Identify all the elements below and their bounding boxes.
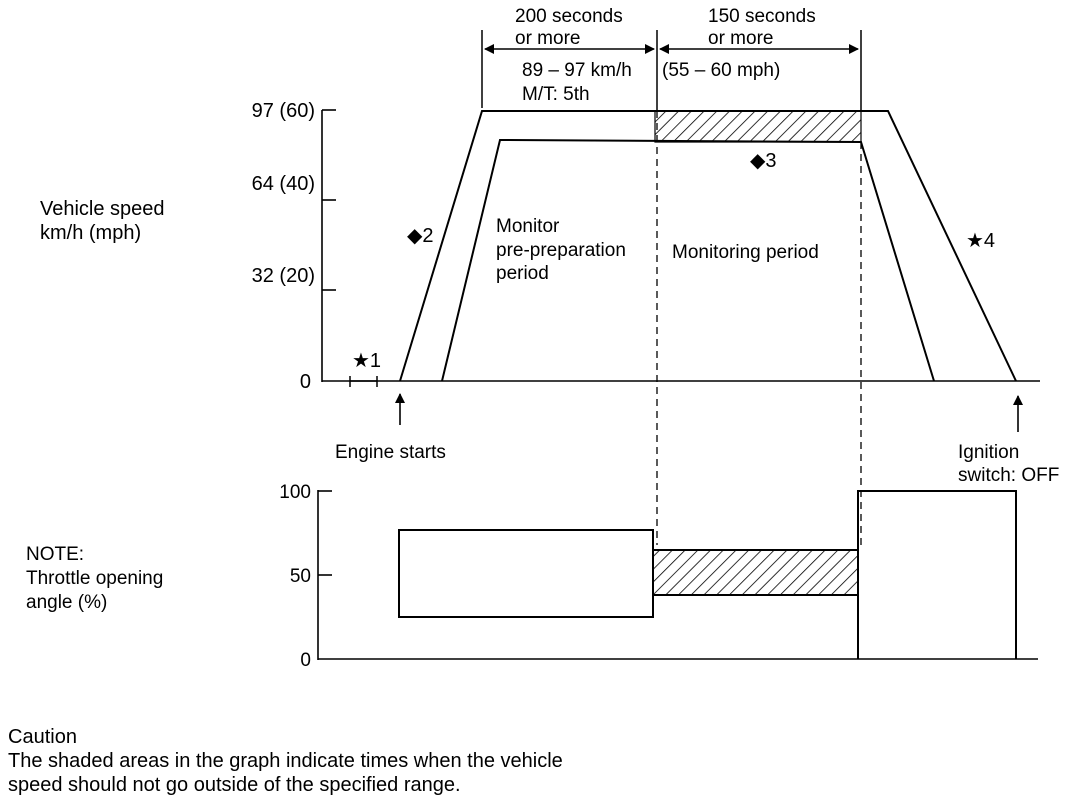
speed-tick-label-64: 64 (40): [252, 173, 315, 195]
marker-diamond-2: ◆2: [407, 225, 434, 247]
speed-y-label-1: Vehicle speed: [40, 198, 165, 220]
marker-diamond-3: ◆3: [750, 150, 777, 172]
preprep-label-1: Monitor: [496, 216, 560, 237]
throttle-shaded-band: [652, 549, 859, 596]
engine-starts-label: Engine starts: [335, 442, 446, 463]
caution-line-2: speed should not go outside of the speci…: [8, 774, 461, 796]
ignition-label-1: Ignition: [958, 442, 1019, 463]
speed-tick-label-32: 32 (20): [252, 265, 315, 287]
speed-range-kmh: 89 – 97 km/h: [522, 60, 632, 81]
throttle-y-label-1: Throttle opening: [26, 568, 163, 589]
throttle-range-preprep: [398, 529, 654, 618]
marker-star-1: ★1: [352, 350, 381, 372]
monitoring-period-label: Monitoring period: [672, 242, 819, 263]
throttle-tick-label-0: 0: [300, 650, 311, 671]
period2-label-2: or more: [708, 28, 773, 49]
speed-upper-limit-line: [399, 110, 1017, 382]
period2-label-1: 150 seconds: [708, 6, 816, 27]
speed-lower-limit-line: [441, 138, 935, 382]
throttle-y-label-2: angle (%): [26, 592, 107, 613]
throttle-range-deceleration: [857, 490, 1017, 659]
speed-shaded-band: [654, 110, 862, 143]
speed-range-mph: (55 – 60 mph): [662, 60, 780, 81]
preprep-label-3: period: [496, 263, 549, 284]
period1-label-2: or more: [515, 28, 580, 49]
caution-line-1: The shaded areas in the graph indicate t…: [8, 750, 563, 772]
speed-y-label-2: km/h (mph): [40, 222, 141, 244]
speed-tick-label-0: 0: [300, 371, 311, 393]
throttle-note-label: NOTE:: [26, 544, 84, 565]
caution-title: Caution: [8, 726, 77, 748]
throttle-chart: 100 50 0 NOTE: Throttle opening angle (%…: [26, 482, 1038, 671]
throttle-tick-label-50: 50: [290, 566, 311, 587]
period1-label-1: 200 seconds: [515, 6, 623, 27]
gear-label: M/T: 5th: [522, 84, 590, 105]
ignition-label-2: switch: OFF: [958, 465, 1059, 486]
throttle-tick-label-100: 100: [279, 482, 311, 503]
marker-star-4: ★4: [966, 230, 995, 252]
speed-tick-label-97: 97 (60): [252, 100, 315, 122]
caution-note: Caution The shaded areas in the graph in…: [8, 726, 563, 796]
speed-chart: 97 (60) 64 (40) 32 (20) 0 Vehicle speed …: [40, 6, 1059, 486]
preprep-label-2: pre-preparation: [496, 240, 626, 261]
